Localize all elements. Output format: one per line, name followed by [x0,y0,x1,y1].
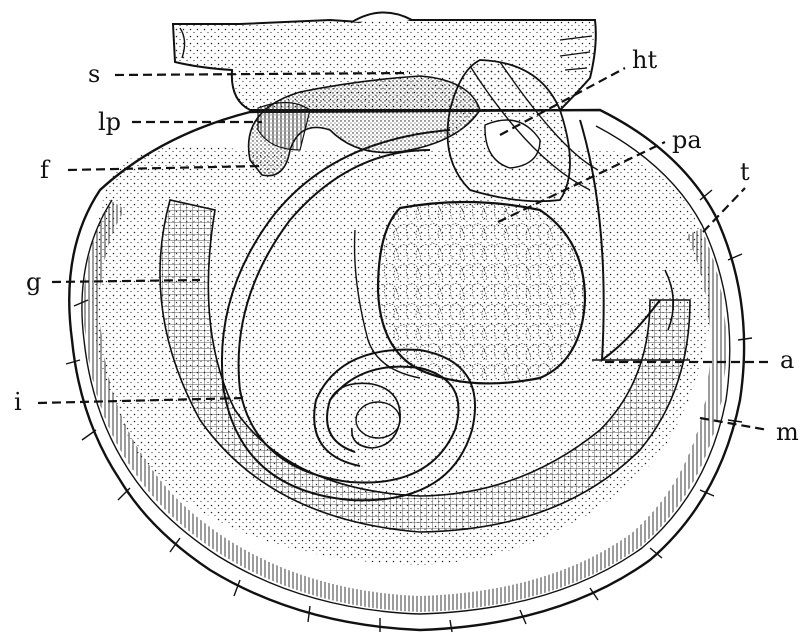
label-a: a [780,346,794,374]
label-ht: ht [632,46,657,74]
label-t: t [740,158,750,186]
label-f: f [40,156,51,184]
label-lp: lp [98,108,121,136]
label-m: m [776,418,799,446]
label-s: s [88,60,100,88]
label-pa: pa [672,126,702,154]
label-g: g [26,268,41,296]
label-i: i [14,388,22,416]
